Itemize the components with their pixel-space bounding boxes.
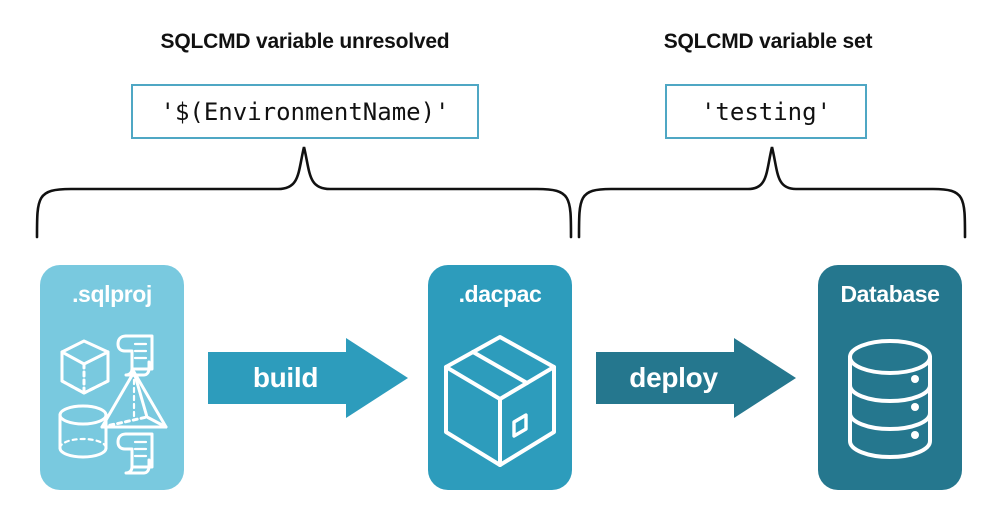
database-cylinder-icon bbox=[848, 339, 932, 459]
pyramid-icon bbox=[100, 370, 168, 429]
artifact-card-sqlproj: .sqlproj bbox=[40, 265, 184, 490]
scroll-icon bbox=[116, 334, 154, 377]
curly-brace-right bbox=[570, 142, 974, 242]
scroll-icon bbox=[116, 432, 154, 475]
curly-brace-left bbox=[28, 142, 580, 242]
card-label-dacpac: .dacpac bbox=[458, 281, 542, 307]
database-artwork bbox=[818, 317, 962, 487]
card-label-database: Database bbox=[840, 281, 940, 307]
arrow-deploy: deploy bbox=[596, 338, 796, 418]
cylinder-icon bbox=[58, 404, 108, 459]
arrow-label-build: build bbox=[252, 362, 319, 393]
heading-sqlcmd-variable-set: SQLCMD variable set bbox=[663, 30, 873, 53]
package-box-icon bbox=[444, 335, 556, 467]
arrow-build: build bbox=[208, 338, 408, 418]
cube-icon bbox=[60, 339, 110, 395]
code-value-box-unresolved: '$(EnvironmentName)' bbox=[131, 84, 479, 139]
sqlproj-artwork bbox=[40, 317, 184, 487]
code-value-box-set: 'testing' bbox=[665, 84, 867, 139]
artifact-card-dacpac: .dacpac bbox=[428, 265, 572, 490]
dacpac-artwork bbox=[428, 317, 572, 487]
card-label-sqlproj: .sqlproj bbox=[72, 281, 152, 307]
heading-sqlcmd-variable-unresolved: SQLCMD variable unresolved bbox=[160, 30, 450, 53]
arrow-label-deploy: deploy bbox=[629, 362, 718, 393]
artifact-card-database: Database bbox=[818, 265, 962, 490]
